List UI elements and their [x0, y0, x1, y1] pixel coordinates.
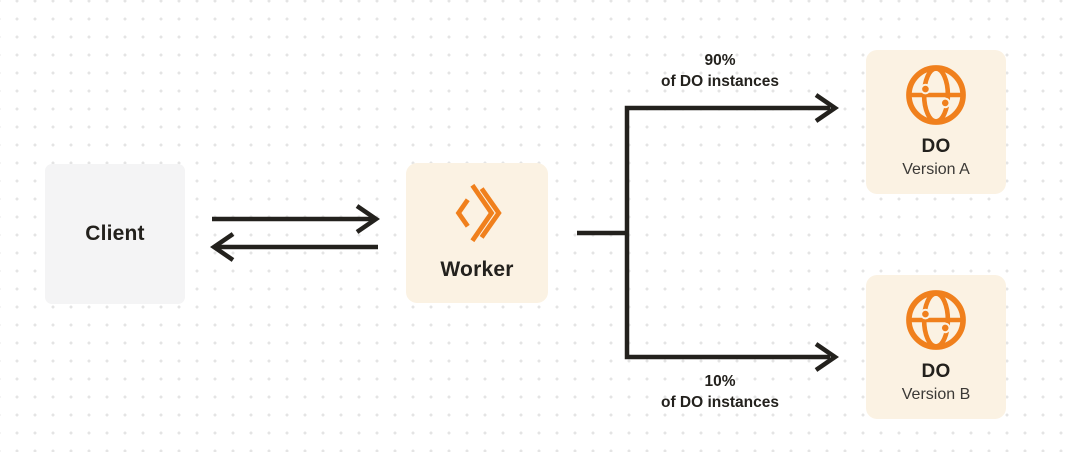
- split-a-caption: of DO instances: [661, 73, 779, 90]
- client-node: Client: [45, 164, 185, 304]
- durable-object-globe-icon: [906, 65, 966, 125]
- split-b-percent: 10%: [704, 373, 736, 390]
- arrowhead-to-version-b: [814, 342, 839, 372]
- split-b-label: 10% of DO instances: [615, 371, 825, 413]
- client-label: Client: [85, 222, 145, 245]
- do-version-a-title: DO: [921, 136, 951, 157]
- do-version-b-node: DO Version B: [866, 275, 1006, 419]
- arrow-worker-to-client: [210, 232, 378, 262]
- do-version-b-title: DO: [921, 361, 951, 382]
- do-version-a-subtitle: Version A: [902, 161, 970, 178]
- cloudflare-workers-logo-icon: [455, 183, 502, 243]
- arrowhead-to-version-a: [814, 93, 839, 123]
- do-version-a-node: DO Version A: [866, 50, 1006, 194]
- durable-object-globe-icon: [906, 290, 966, 350]
- worker-label: Worker: [440, 258, 514, 281]
- split-a-label: 90% of DO instances: [615, 50, 825, 92]
- do-version-b-subtitle: Version B: [901, 386, 971, 403]
- split-b-caption: of DO instances: [661, 394, 779, 411]
- worker-node: Worker: [406, 163, 548, 303]
- split-branch-lines: [624, 93, 839, 372]
- arrow-client-to-worker: [212, 204, 380, 234]
- split-a-percent: 90%: [704, 52, 736, 69]
